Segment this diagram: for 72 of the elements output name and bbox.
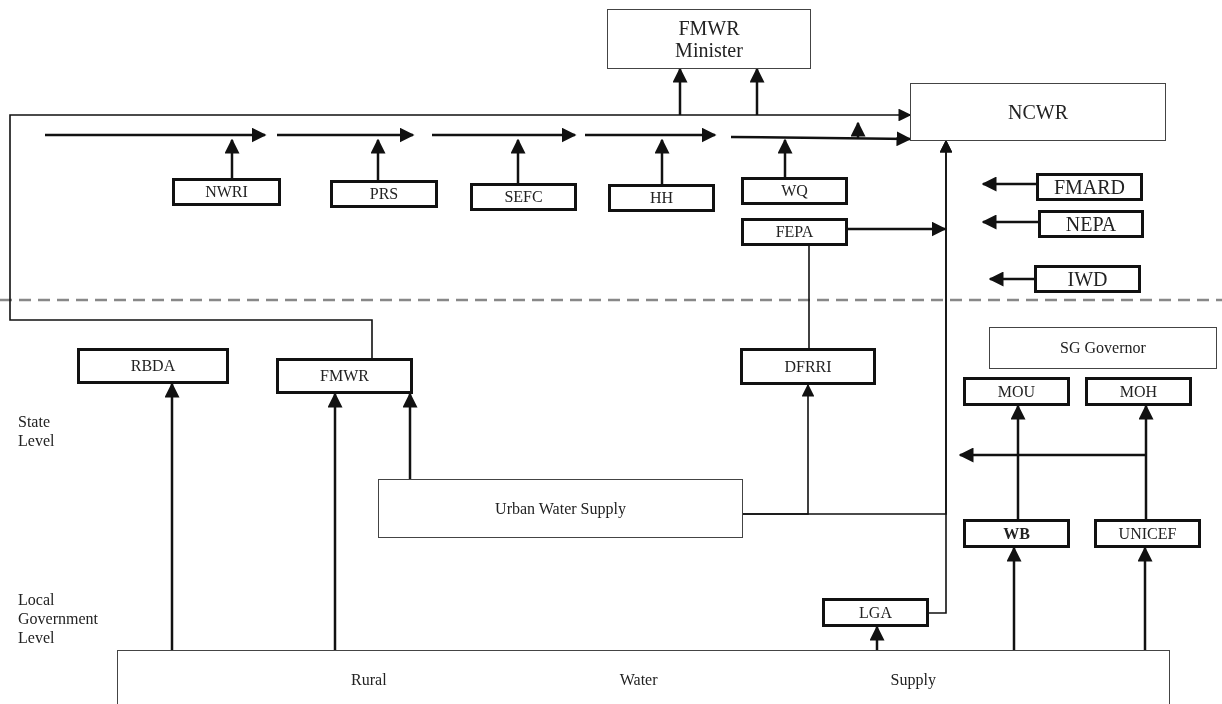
- arrow: [742, 383, 815, 515]
- arrow: [988, 271, 1034, 287]
- agency-box: [963, 519, 1070, 548]
- arrow: [1137, 546, 1153, 650]
- arrow: [510, 138, 526, 183]
- node-label: PRS: [369, 185, 399, 203]
- node-label: Urban Water Supply: [495, 499, 626, 518]
- node-label: LGA: [859, 603, 892, 622]
- agency-box: [77, 348, 229, 384]
- arrow: [1138, 404, 1154, 519]
- agency-box: [172, 178, 281, 206]
- arrow: [224, 138, 240, 178]
- arrow: [777, 138, 793, 177]
- agency-box: [470, 183, 577, 211]
- agency-box: [822, 598, 929, 627]
- arrow: [731, 131, 912, 147]
- node-label: Water: [619, 671, 658, 689]
- arrow: [1010, 404, 1026, 519]
- level-label: Local Government Level: [18, 590, 99, 648]
- box: [989, 327, 1217, 369]
- level-label: State Level: [18, 412, 56, 451]
- arrow: [327, 392, 343, 650]
- arrow: [402, 392, 418, 479]
- agency-box: [1034, 265, 1141, 293]
- node-label: MOU: [997, 382, 1036, 401]
- agency-box: [1036, 173, 1143, 201]
- arrow: [1006, 546, 1022, 650]
- arrow: [9, 108, 912, 359]
- node-label: NCWR: [1008, 101, 1068, 123]
- connector-line: [808, 245, 810, 349]
- node-label: RBDA: [130, 357, 176, 375]
- agency-box: [741, 177, 848, 205]
- arrow: [164, 382, 180, 650]
- box: [117, 650, 1170, 704]
- node-label: WB: [1003, 524, 1030, 543]
- node-label: FMARD: [1053, 176, 1126, 198]
- arrow: [869, 625, 885, 650]
- agency-box: [1085, 377, 1192, 406]
- node-label: Supply: [890, 671, 936, 689]
- arrow: [370, 138, 386, 180]
- agency-box: [1038, 210, 1144, 238]
- node-label: FMWR Minister: [674, 17, 744, 61]
- arrow: [928, 139, 953, 614]
- agency-box: [740, 348, 876, 385]
- box: [910, 83, 1166, 141]
- node-label: Rural: [351, 671, 387, 689]
- node-label: SEFC: [504, 188, 543, 206]
- node-label: NWRI: [205, 183, 248, 201]
- node-label: DFRRI: [784, 357, 832, 376]
- agency-box: [276, 358, 413, 394]
- node-label: WQ: [781, 182, 808, 200]
- node-label: HH: [649, 189, 674, 207]
- node-label: UNICEF: [1118, 524, 1177, 543]
- box: [378, 479, 743, 538]
- box: [607, 9, 811, 69]
- arrow: [654, 138, 670, 184]
- node-label: SG Governor: [1060, 339, 1146, 357]
- arrow: [981, 214, 1038, 230]
- arrow: [981, 176, 1036, 192]
- node-label: FEPA: [775, 223, 814, 241]
- agency-box: [1094, 519, 1201, 548]
- agency-box: [330, 180, 438, 208]
- arrow: [848, 221, 947, 237]
- agency-box: [741, 218, 848, 246]
- agency-box: [963, 377, 1070, 406]
- arrow: [672, 67, 688, 115]
- node-label: FMWR: [320, 367, 369, 385]
- node-label: IWD: [1067, 268, 1108, 290]
- agency-box: [608, 184, 715, 212]
- node-label: NEPA: [1065, 213, 1117, 235]
- node-label: MOH: [1119, 382, 1158, 401]
- arrow: [749, 67, 765, 115]
